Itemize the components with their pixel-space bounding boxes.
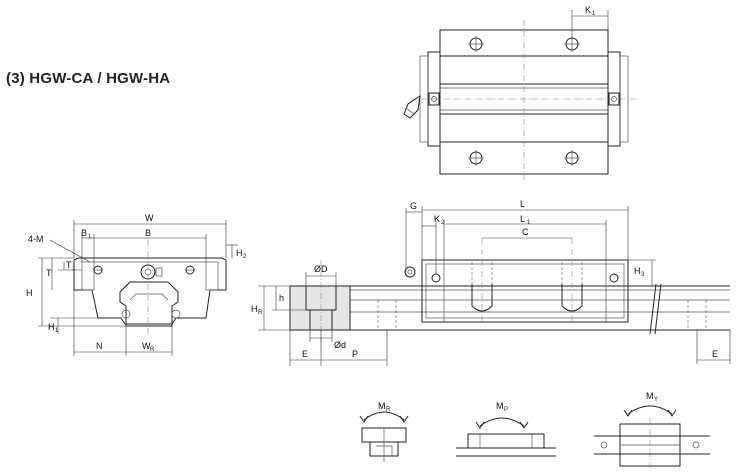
dim-label-h3: H (634, 266, 641, 276)
svg-text:M: M (496, 401, 504, 411)
svg-text:R: R (150, 347, 155, 353)
moment-my-icon: M Y (594, 391, 710, 472)
svg-text:R: R (386, 407, 391, 413)
dim-label-l: L (520, 199, 525, 209)
dim-label-4m: 4-M (28, 234, 44, 244)
svg-text:1: 1 (72, 266, 76, 272)
dim-label-n: N (96, 341, 103, 351)
dim-label-od-large: ØD (314, 264, 328, 274)
dim-label-g: G (410, 201, 417, 211)
grease-nipple-icon (404, 266, 416, 278)
grease-nipple-icon (403, 94, 421, 119)
dim-label-b1: B (81, 228, 87, 238)
dim-label-t1: T (66, 260, 72, 270)
end-view: W B B 1 4-M H 2 H T T 1 H 1 (26, 213, 247, 356)
dim-label-k1: K (585, 5, 591, 15)
dim-label-h-small: h (279, 293, 284, 303)
dim-label-e-left: E (302, 349, 308, 359)
svg-text:Y: Y (654, 397, 658, 403)
dim-label-p: P (352, 349, 358, 359)
svg-text:1: 1 (592, 11, 596, 17)
svg-text:1: 1 (55, 328, 59, 334)
mounting-hole (564, 36, 580, 52)
svg-text:R: R (258, 310, 263, 316)
svg-text:2: 2 (441, 220, 445, 226)
svg-text:M: M (378, 401, 386, 411)
top-view: K 1 (403, 5, 640, 184)
side-view: L L 1 C G K 2 H 3 H R h ØD (251, 199, 731, 366)
mounting-hole (564, 150, 580, 166)
dim-label-t: T (46, 268, 52, 278)
svg-text:M: M (646, 391, 654, 401)
dim-label-w: W (145, 213, 154, 223)
dim-label-e-right: E (712, 349, 718, 359)
moment-mp-icon: M P (456, 401, 556, 457)
dim-label-h: H (26, 288, 33, 298)
dim-label-b: B (145, 228, 151, 238)
svg-text:2: 2 (243, 254, 247, 260)
dim-label-l1: L (520, 214, 525, 224)
grease-port-icon (140, 264, 163, 280)
dim-label-k2: K (434, 214, 440, 224)
svg-text:3: 3 (641, 272, 645, 278)
dim-label-wr: W (142, 341, 151, 351)
mounting-hole (468, 150, 484, 166)
dim-label-h2: H (236, 248, 243, 258)
section-heading: (3) HGW-CA / HGW-HA (6, 70, 171, 87)
svg-text:1: 1 (527, 220, 531, 226)
svg-text:1: 1 (88, 234, 92, 240)
mounting-hole (468, 36, 484, 52)
dim-label-od-small: Ød (334, 340, 346, 350)
dim-label-h1: H (48, 322, 55, 332)
dim-label-c: C (522, 227, 529, 237)
svg-text:P: P (504, 407, 508, 413)
dim-label-hr: H (251, 304, 258, 314)
moment-mr-icon: M R (359, 401, 409, 462)
